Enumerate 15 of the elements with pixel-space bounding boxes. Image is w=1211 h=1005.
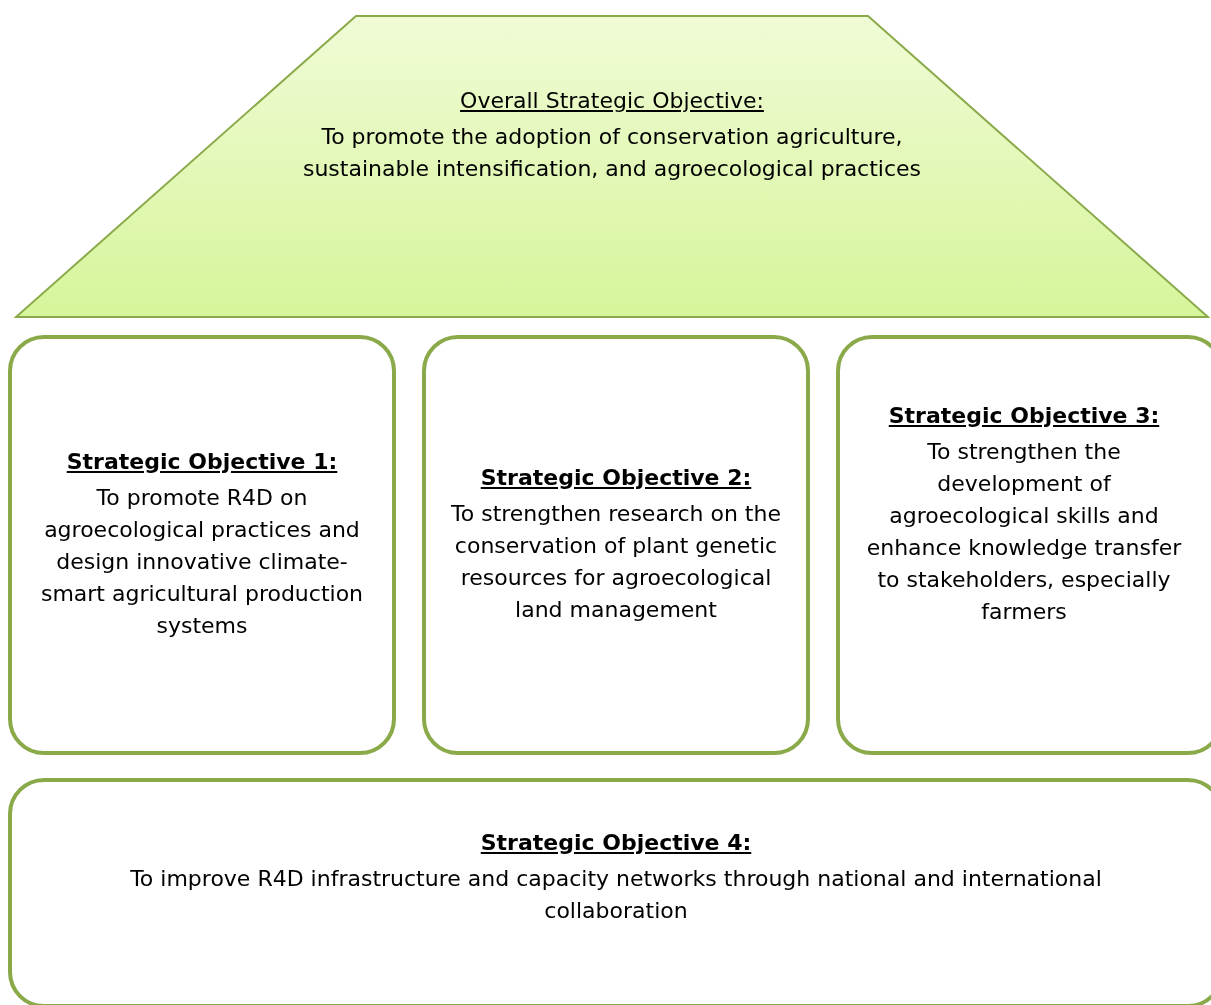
objective-text: To strengthen the development of agroecological skills and enhance knowledge transfer to stakeholders, especially farmers [865, 437, 1183, 626]
trapezoid-roof [14, 14, 1210, 319]
objective-text: To improve R4D infrastructure and capacity networks through national and international collaboration [129, 864, 1103, 925]
objective-heading: Strategic Objective 2: [480, 464, 752, 490]
objective-text: To promote the adoption of conservation agriculture, sustainable intensification, and agroecological practices [301, 123, 923, 183]
objective-text: To promote R4D on agroecological practices and design innovative climate-smart agricultural production systems [39, 483, 365, 640]
objective-heading: Strategic Objective 1: [66, 448, 338, 474]
objective-text: To strengthen research on the conservation of plant genetic resources for agroecological land management [450, 499, 782, 624]
objective-box [8, 778, 1211, 1005]
objective-box [8, 335, 396, 755]
objective-heading: Strategic Objective 3: [888, 402, 1160, 428]
objective-box [836, 335, 1211, 755]
objective-box [422, 335, 810, 755]
objective-heading: Overall Strategic Objective: [460, 88, 764, 113]
objective-heading: Strategic Objective 4: [480, 829, 752, 855]
